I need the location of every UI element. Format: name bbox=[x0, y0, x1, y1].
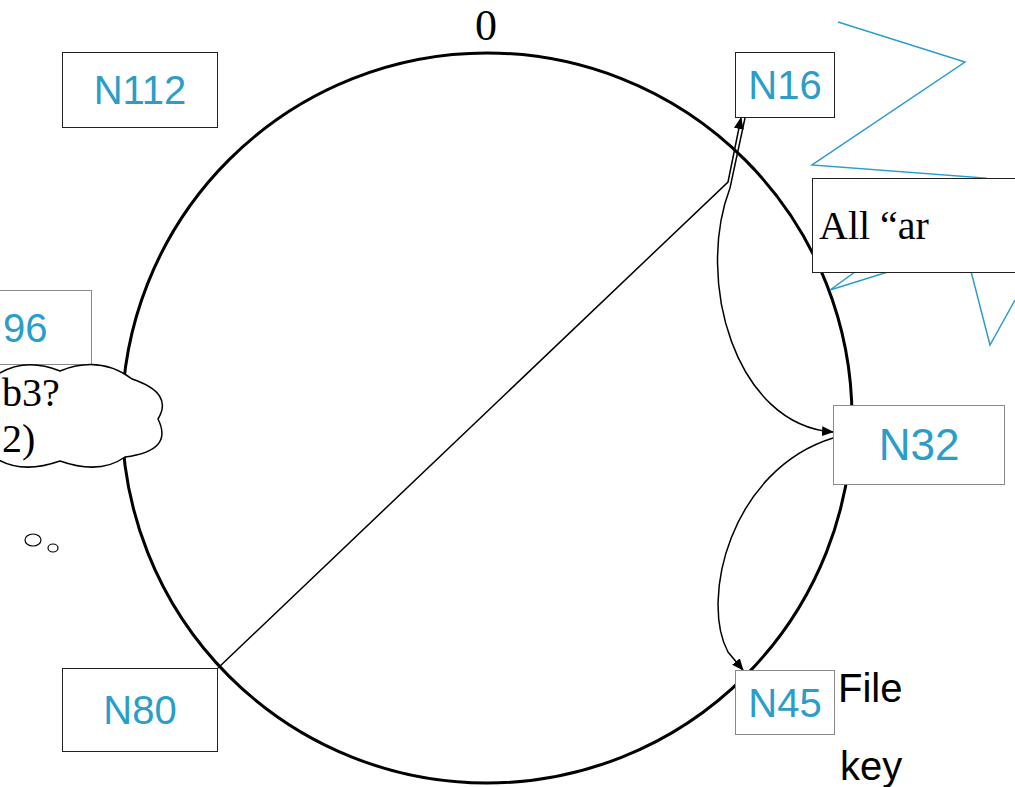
lookup-arrow bbox=[718, 118, 833, 432]
node-box: N32 bbox=[833, 405, 1005, 485]
node-label: N112 bbox=[94, 70, 187, 110]
node-label: N16 bbox=[748, 65, 821, 105]
node-box: N16 bbox=[735, 52, 835, 118]
key-note: key bbox=[840, 746, 902, 786]
cloud-path bbox=[0, 365, 162, 468]
node-label: All “ar bbox=[819, 206, 929, 246]
query-text: 2) bbox=[2, 419, 35, 459]
lookup-arrow bbox=[718, 438, 833, 670]
node-label: N80 bbox=[103, 690, 176, 730]
thought-cloud: b3?2) bbox=[0, 355, 175, 470]
callout-box: All “ar bbox=[812, 178, 1015, 273]
node-box: N112 bbox=[62, 52, 218, 128]
thought-dot bbox=[48, 544, 58, 552]
node-label: 96 bbox=[3, 308, 48, 348]
node-box: N80 bbox=[62, 668, 218, 752]
chord-ring bbox=[122, 53, 852, 783]
zero-marker: 0 bbox=[475, 4, 497, 48]
node-box: 96 bbox=[0, 290, 92, 365]
query-text: b3? bbox=[2, 373, 60, 413]
node-label: N45 bbox=[748, 683, 821, 723]
node-label: N32 bbox=[879, 423, 960, 467]
lookup-arrow bbox=[218, 118, 741, 668]
node-box: N45 bbox=[735, 670, 835, 735]
file-note: File bbox=[838, 668, 902, 708]
thought-dot bbox=[25, 534, 41, 546]
